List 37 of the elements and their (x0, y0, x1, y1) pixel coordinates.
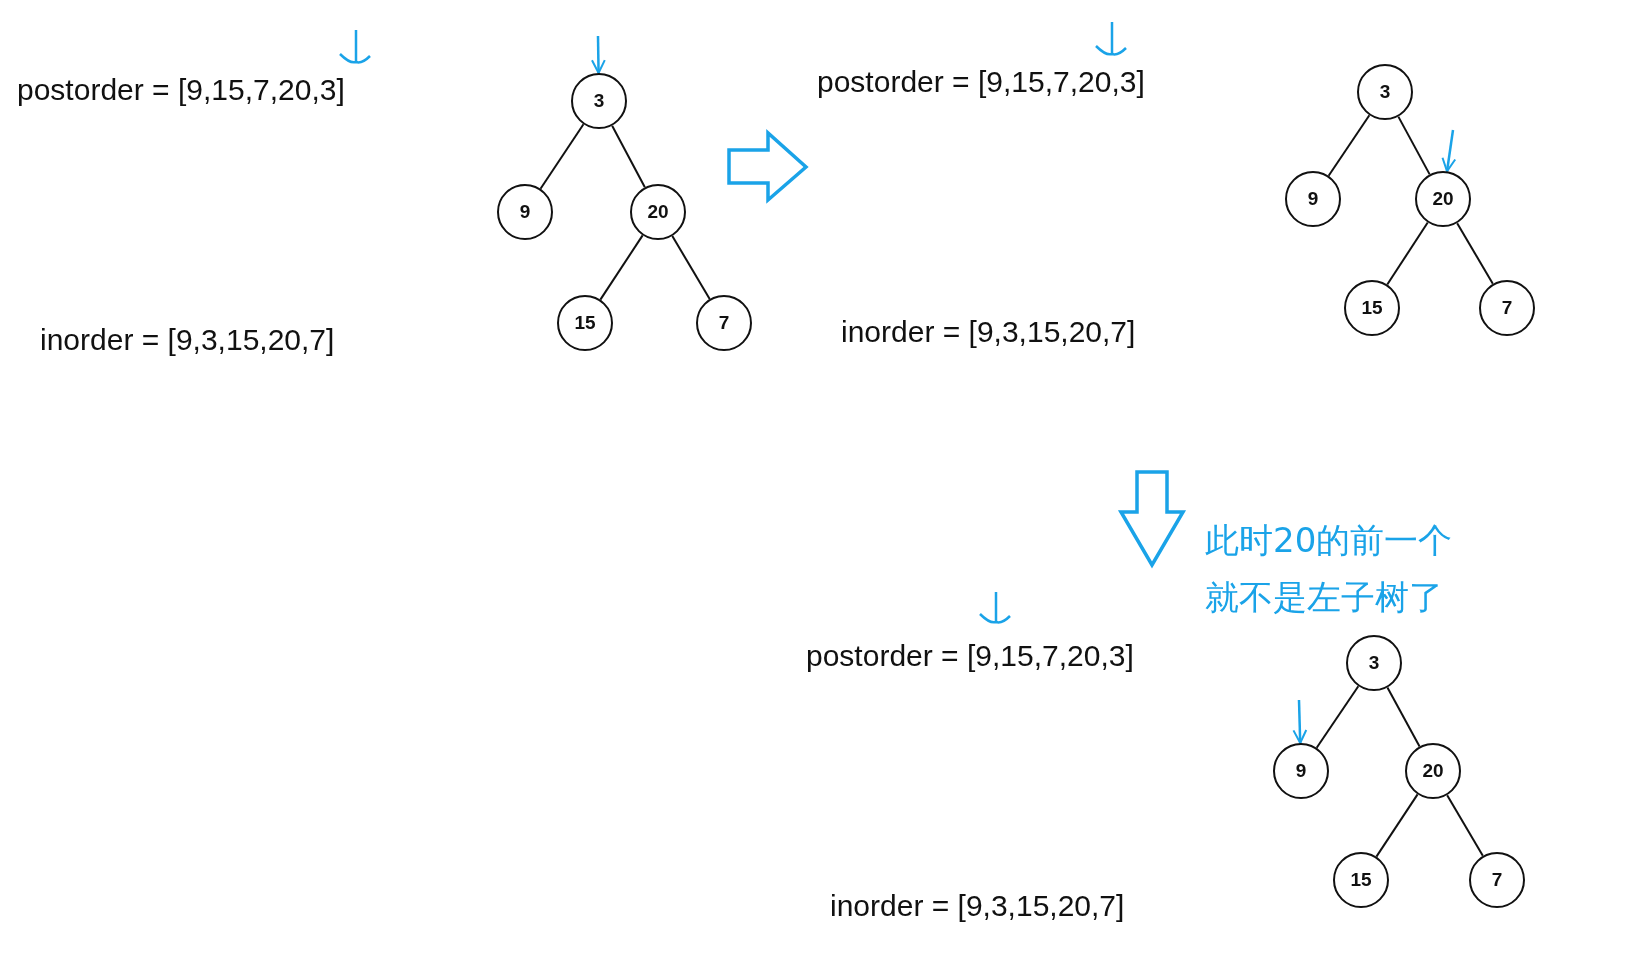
array-label: postorder = [9,15,7,20,3] (17, 72, 345, 108)
tree-node: 9 (497, 184, 553, 240)
tree-edge (671, 235, 711, 300)
tree-node: 7 (1469, 852, 1525, 908)
tree-node: 9 (1285, 171, 1341, 227)
tree-node: 3 (571, 73, 627, 129)
array-label: inorder = [9,3,15,20,7] (841, 314, 1136, 350)
tree-edge (1397, 115, 1431, 176)
tree-edge (611, 124, 646, 189)
tree-edge (1386, 686, 1421, 748)
array-label: inorder = [9,3,15,20,7] (40, 322, 335, 358)
tree-edge (1446, 794, 1484, 857)
tree-edge (1375, 793, 1419, 858)
tree-edge (539, 123, 585, 190)
tree-node: 15 (557, 295, 613, 351)
tree-node: 15 (1333, 852, 1389, 908)
array-label: postorder = [9,15,7,20,3] (817, 64, 1145, 100)
pointer-arrow (590, 36, 606, 74)
tree-node: 7 (1479, 280, 1535, 336)
tree-edge (599, 234, 644, 301)
tree-node: 3 (1346, 635, 1402, 691)
tree-node: 15 (1344, 280, 1400, 336)
tree-node: 9 (1273, 743, 1329, 799)
tree-node: 20 (1405, 743, 1461, 799)
tree-node: 20 (630, 184, 686, 240)
pointer-arrow (1441, 129, 1457, 173)
tree-edge (1327, 114, 1371, 177)
array-label: postorder = [9,15,7,20,3] (806, 638, 1134, 674)
tree-node: 7 (696, 295, 752, 351)
tree-node: 3 (1357, 64, 1413, 120)
note-text: 此时20的前一个就不是左子树了 (1205, 519, 1454, 619)
tree-edge (1386, 221, 1429, 286)
pointer-arrow (1292, 699, 1308, 744)
tree-node: 20 (1415, 171, 1471, 227)
tree-edge (1456, 222, 1494, 285)
tree-edge (1315, 685, 1360, 749)
array-label: inorder = [9,3,15,20,7] (830, 888, 1125, 924)
